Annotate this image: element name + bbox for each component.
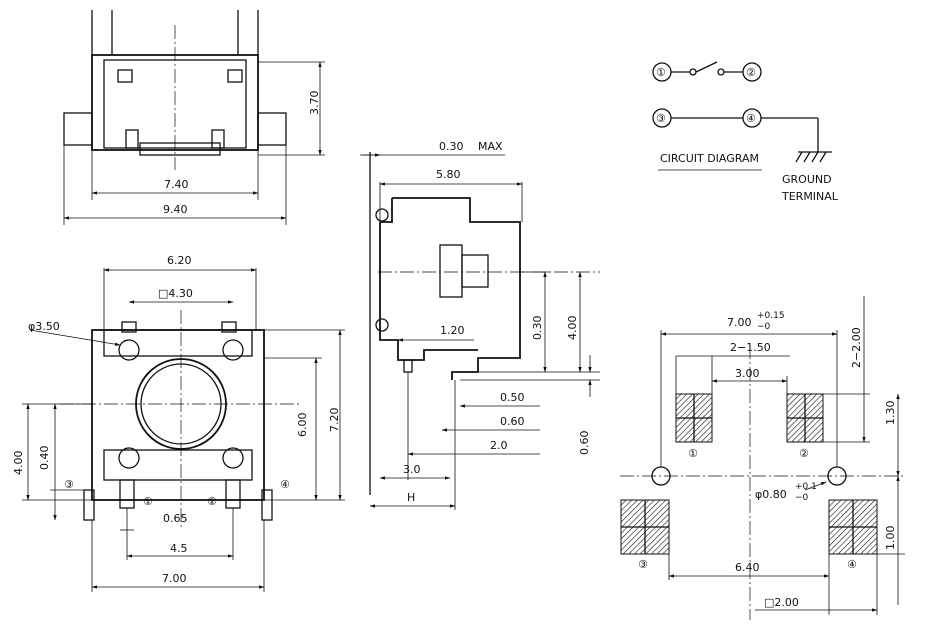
side-dim-top: 5.80 (436, 168, 461, 181)
fp-dim-tol-minus: −0 (757, 322, 771, 332)
fp-pad-4-label: ④ (847, 558, 857, 571)
fp-dim-right-mid: 1.30 (884, 401, 897, 426)
side-dim-c: 0.50 (500, 391, 525, 404)
fp-dim-hole: φ0.80 (755, 488, 787, 501)
circuit-caption: CIRCUIT DIAGRAM (660, 152, 759, 165)
front-dim-height-outer: 7.20 (328, 408, 341, 433)
side-view: 0.30 MAX 5.80 1.20 0.30 4.00 0.60 0.50 0… (360, 140, 600, 510)
front-pin-2-label: ② (207, 495, 217, 508)
fp-pad-2-label: ② (799, 447, 809, 460)
pcb-footprint: 7.00 +0.15 −0 2−1.50 3.00 2−2.00 1.30 φ0… (620, 296, 905, 620)
side-dim-b: 4.00 (566, 316, 579, 341)
fp-dim-width-main: 7.00 (727, 316, 752, 329)
side-dim-h: H (407, 491, 415, 504)
top-view: 3.70 7.40 9.40 (63, 10, 325, 225)
top-dim-height: 3.70 (308, 91, 321, 116)
front-pin-3-label: ③ (64, 478, 74, 491)
front-dim-hole-spacing: □4.30 (158, 287, 193, 300)
front-dim-side-left: 4.00 (12, 451, 25, 476)
front-pin-4-label: ④ (280, 478, 290, 491)
front-view: 6.20 □4.30 φ3.50 7.20 6.00 4.00 0.40 0.6… (12, 254, 345, 592)
top-dim-outer-width: 9.40 (163, 203, 188, 216)
fp-pad-3-label: ③ (638, 558, 648, 571)
fp-pad-1-label: ① (688, 447, 698, 460)
side-dim-max: 0.30 (439, 140, 464, 153)
front-pin-1-label: ① (143, 495, 153, 508)
fp-dim-tol-plus: +0.15 (757, 311, 785, 321)
front-dim-pin-span: 4.5 (170, 542, 188, 555)
circuit-node-3: ③ (656, 112, 666, 125)
side-dim-lead: 1.20 (440, 324, 465, 337)
side-dim-a: 0.30 (531, 316, 544, 341)
circuit-node-1: ① (656, 66, 666, 79)
front-dim-height-inner: 6.00 (296, 413, 309, 438)
circuit-node-2: ② (746, 66, 756, 79)
front-dim-body-width: 7.00 (162, 572, 187, 585)
fp-dim-lower-span: 6.40 (735, 561, 760, 574)
top-dim-inner-width: 7.40 (164, 178, 189, 191)
fp-dim-pad-size: □2.00 (764, 596, 799, 609)
ground-label-line1: GROUND (782, 173, 832, 186)
side-dim-g: 0.60 (578, 431, 591, 456)
circuit-node-4: ④ (746, 112, 756, 125)
side-dim-f: 3.0 (403, 463, 421, 476)
ground-label-line2: TERMINAL (781, 190, 839, 203)
side-dim-max-label: MAX (478, 140, 503, 153)
circuit-diagram: ① ② ③ ④ CIRCUIT DIAGRAM GROUND TERMINAL (652, 61, 839, 203)
fp-dim-inner-gap: 3.00 (735, 367, 760, 380)
fp-dim-pad-spacing: 2−1.50 (730, 341, 771, 354)
side-dim-e: 2.0 (490, 439, 508, 452)
fp-dim-right-top: 2−2.00 (850, 327, 863, 368)
fp-dim-hole-plus: +0.1 (795, 482, 817, 492)
fp-dim-hole-minus: −0 (795, 493, 809, 503)
side-dim-d: 0.60 (500, 415, 525, 428)
front-dim-side-small: 0.40 (38, 446, 51, 471)
front-dim-pin-gap: 0.65 (163, 512, 188, 525)
front-dim-top-width: 6.20 (167, 254, 192, 267)
front-dim-hole-diameter: φ3.50 (28, 320, 60, 333)
fp-dim-right-low: 1.00 (884, 526, 897, 551)
